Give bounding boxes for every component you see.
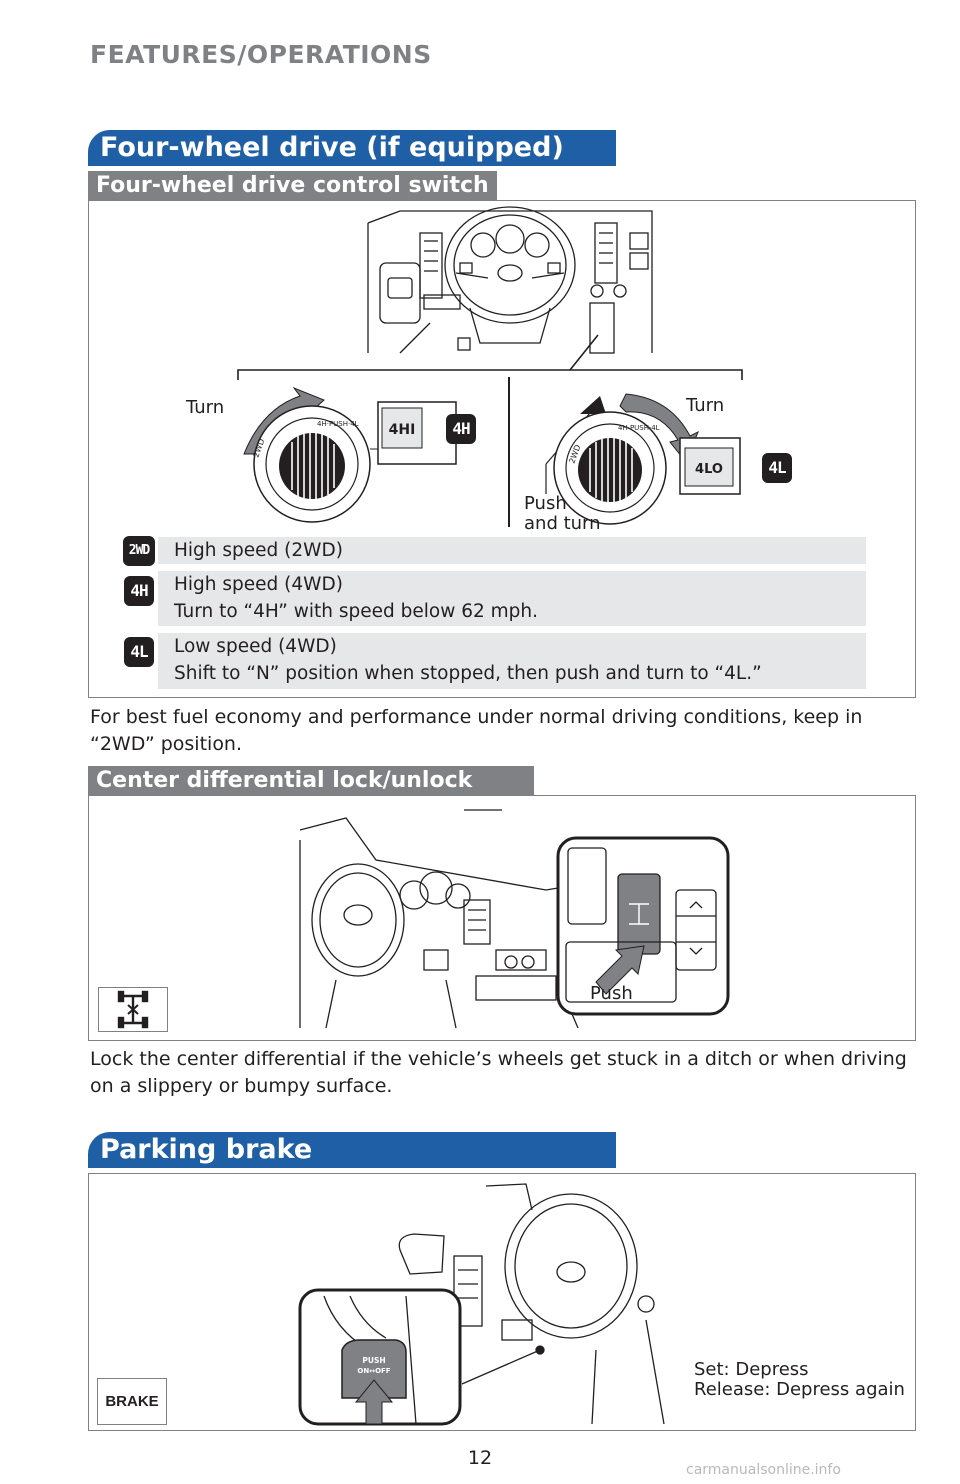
center-diff-lock-icon <box>117 990 149 1029</box>
knob-4lo-illustration: 2WD 4H·PUSH·4L 4LO <box>545 393 741 525</box>
parking-brake-illustration: PUSH ON↔OFF <box>298 1183 665 1426</box>
mode-4l-desc: Shift to “N” position when stopped, then… <box>174 663 762 684</box>
divider <box>508 377 510 527</box>
turn-label-right: Turn <box>686 395 725 416</box>
svg-text:4H·PUSH·4L: 4H·PUSH·4L <box>317 420 359 428</box>
parking-brake-set: Set: Depress <box>694 1359 809 1380</box>
brake-indicator: BRAKE <box>97 1378 167 1425</box>
mode-4h-icon: 4H <box>124 576 154 606</box>
callout-bracket <box>237 334 743 380</box>
knob-4hi-illustration: 2WD 4H·PUSH·4L 4HI <box>243 386 457 523</box>
mode-2wd-text: High speed (2WD) <box>174 540 343 561</box>
center-diff-panel <box>88 795 916 1041</box>
center-diff-push-label: Push <box>590 983 633 1004</box>
turn-label-left: Turn <box>186 397 225 418</box>
center-diff-indicator <box>98 987 168 1032</box>
page-number: 12 <box>467 1447 493 1469</box>
center-diff-illustration <box>299 809 730 1029</box>
brake-indicator-text: BRAKE <box>105 1393 159 1410</box>
mode-2wd-row: High speed (2WD) <box>158 537 866 564</box>
parking-brake-release: Release: Depress again <box>694 1379 905 1400</box>
dashboard-illustration <box>367 206 653 354</box>
pedal-on-off-text: ON↔OFF <box>357 1367 390 1375</box>
parking-brake-panel <box>88 1173 916 1431</box>
center-diff-subheading: Center differential lock/unlock switch <box>88 766 534 822</box>
mode-4l-icon: 4L <box>124 637 154 667</box>
center-diff-note: Lock the center differential if the vehi… <box>90 1048 907 1097</box>
four-wheel-drive-heading: Four-wheel drive (if equipped) <box>88 130 616 166</box>
and-turn-label: and turn <box>524 513 601 534</box>
knob-4hi-display: 4HI <box>389 422 416 438</box>
svg-text:4H·PUSH·4L: 4H·PUSH·4L <box>618 424 660 432</box>
control-switch-subheading: Four-wheel drive control switch <box>88 171 497 200</box>
mode-4l-title: Low speed (4WD) <box>174 636 337 657</box>
mode-4l-row: Low speed (4WD) Shift to “N” position wh… <box>158 633 866 689</box>
mode-4h-desc: Turn to “4H” with speed below 62 mph. <box>174 601 539 622</box>
mode-2wd-icon: 2WD <box>123 536 155 566</box>
mode-4h-row: High speed (4WD) Turn to “4H” with speed… <box>158 571 866 626</box>
section-header: FEATURES/OPERATIONS <box>90 40 432 69</box>
watermark: carmanualsonline.info <box>686 1462 841 1478</box>
badge-4l-icon: 4L <box>762 453 792 483</box>
push-label: Push <box>524 493 567 514</box>
mode-4h-title: High speed (4WD) <box>174 574 343 595</box>
knob-4lo-display: 4LO <box>695 462 723 477</box>
fuel-economy-note: For best fuel economy and performance un… <box>90 706 863 755</box>
parking-brake-heading: Parking brake <box>88 1132 616 1168</box>
pedal-push-text: PUSH <box>362 1356 385 1365</box>
badge-4h-icon: 4H <box>446 414 476 444</box>
four-wheel-drive-panel <box>88 200 916 698</box>
